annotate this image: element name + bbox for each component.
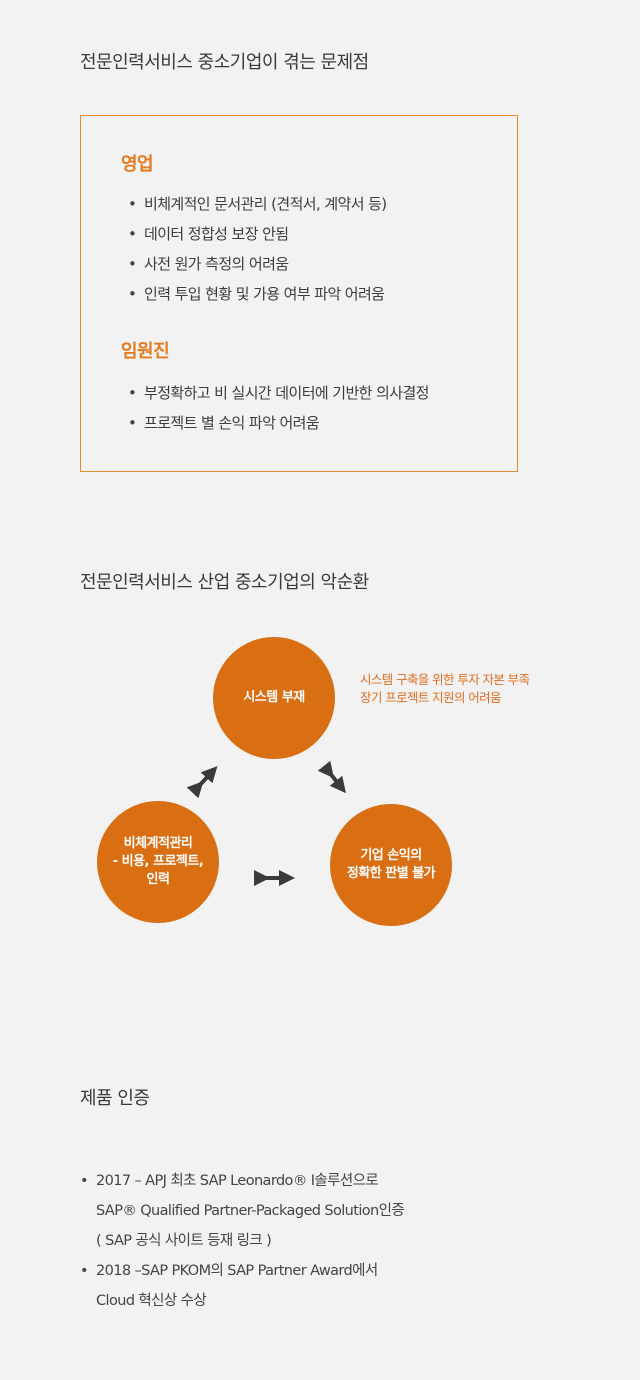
list-item: • 2017 – APJ 최초 SAP Leonardo® I솔루션으로 SAP… bbox=[80, 1166, 405, 1256]
problems-box bbox=[80, 115, 518, 472]
section-title-vicious-cycle: 전문인력서비스 산업 중소기업의 악순환 bbox=[80, 572, 369, 593]
note-line: 장기 프로젝트 지원의 어려움 bbox=[360, 690, 502, 705]
list-item: •데이터 정합성 보장 안됨 bbox=[128, 225, 289, 243]
list-item: •비체계적인 문서관리 (견적서, 계약서 등) bbox=[128, 195, 387, 213]
note-line: 시스템 구축을 위한 투자 자본 부족 bbox=[360, 672, 530, 687]
sap-listing-link[interactable]: ( SAP 공식 사이트 등재 링크 ) bbox=[96, 1233, 272, 1249]
category-sales-title: 영업 bbox=[121, 154, 154, 175]
double-arrow-icon bbox=[317, 760, 346, 794]
circle-profit-unclear: 기업 손익의 정확한 판별 불가 bbox=[330, 804, 452, 926]
category-executives-title: 임원진 bbox=[121, 341, 170, 362]
sales-problem-list: •비체계적인 문서관리 (견적서, 계약서 등) •데이터 정합성 보장 안됨 … bbox=[128, 189, 387, 309]
section-title-certification: 제품 인증 bbox=[80, 1088, 150, 1109]
section-title-problems: 전문인력서비스 중소기업이 겪는 문제점 bbox=[80, 52, 369, 73]
executive-problem-list: •부정확하고 비 실시간 데이터에 기반한 의사결정 •프로젝트 별 손익 파악… bbox=[128, 378, 429, 438]
list-item: •인력 투입 현황 및 가용 여부 파악 어려움 bbox=[128, 285, 385, 303]
list-item: •부정확하고 비 실시간 데이터에 기반한 의사결정 bbox=[128, 384, 429, 402]
list-item: •사전 원가 측정의 어려움 bbox=[128, 255, 289, 273]
list-item: •프로젝트 별 손익 파악 어려움 bbox=[128, 414, 320, 432]
list-item: • 2018 –SAP PKOM의 SAP Partner Award에서 Cl… bbox=[80, 1263, 378, 1309]
circle-unsystematic-management: 비체계적관리 - 비용, 프로젝트, 인력 bbox=[97, 801, 219, 923]
circle-no-system: 시스템 부재 bbox=[213, 637, 335, 759]
cycle-note: 시스템 구축을 위한 투자 자본 부족 장기 프로젝트 지원의 어려움 bbox=[360, 671, 530, 707]
double-arrow-icon bbox=[186, 766, 218, 799]
certification-list: • 2017 – APJ 최초 SAP Leonardo® I솔루션으로 SAP… bbox=[80, 1166, 405, 1316]
